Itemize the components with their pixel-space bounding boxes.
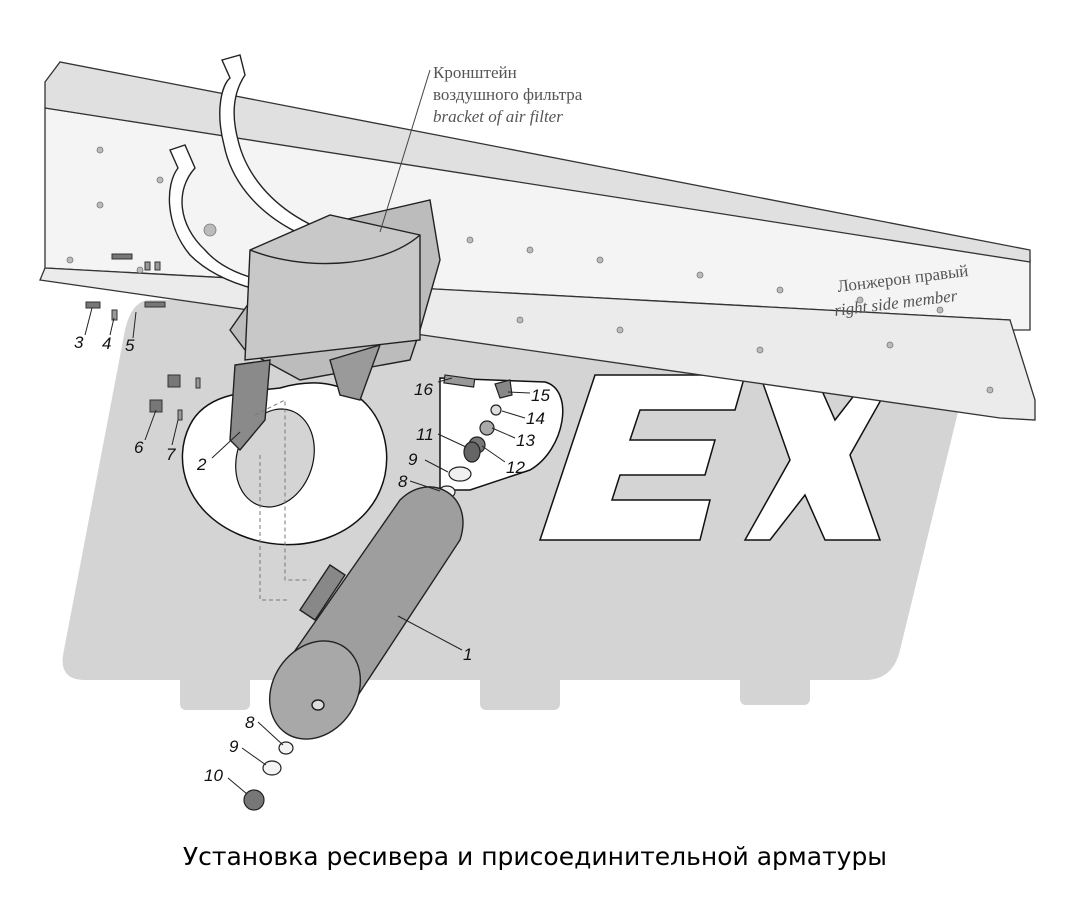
air-filter-bracket: [168, 54, 441, 452]
washer-7: [177, 377, 201, 421]
label-1: 1: [463, 645, 472, 664]
label-6: 6: [134, 438, 144, 457]
label-12: 12: [506, 458, 525, 477]
washer-14: [490, 404, 502, 416]
plug-10: [243, 789, 265, 811]
label-11: 11: [416, 425, 434, 444]
label-7: 7: [166, 445, 176, 464]
label-4: 4: [102, 334, 111, 353]
label-5: 5: [125, 336, 135, 355]
fittings: [438, 374, 513, 499]
label-13: 13: [516, 431, 535, 450]
seal-ring-9-bottom: [262, 760, 282, 776]
watermark-e: [538, 374, 746, 541]
watermark-x: [743, 374, 897, 541]
bolt-3: [85, 301, 101, 309]
figure-caption: Установка ресивера и присоединительной а…: [182, 842, 888, 871]
label-16: 16: [414, 380, 433, 399]
bracket-leader: [379, 69, 431, 233]
valve-11: [463, 441, 481, 463]
part-labels: [84, 307, 531, 795]
bolt-upper: [111, 253, 161, 271]
label-15: 15: [531, 386, 550, 405]
label-3: 3: [74, 333, 84, 352]
label-2: 2: [196, 455, 207, 474]
bolt-5: [144, 301, 166, 308]
bracket-annotation: Кронштейн воздушного фильтра bracket of …: [379, 63, 583, 233]
elbow-15: [494, 379, 513, 399]
alignment-lines: [254, 399, 310, 601]
receiver-tank: [268, 486, 464, 740]
bracket-ru-line2: воздушного фильтра: [433, 85, 583, 104]
label-14: 14: [526, 409, 545, 428]
washer-4: [111, 309, 118, 321]
seal-ring-9-top: [448, 466, 472, 482]
nut-6: [149, 374, 181, 413]
part-numbers: 3 4 5 6 7 2 16 15 14 13 12 11 9 8 1 8 9 …: [74, 333, 550, 785]
label-9-bottom: 9: [229, 737, 239, 756]
bracket-ru-line1: Кронштейн: [433, 63, 517, 82]
bracket-en: bracket of air filter: [433, 107, 563, 126]
adapter-13: [479, 420, 495, 436]
label-8-bottom: 8: [245, 713, 255, 732]
label-10: 10: [204, 766, 223, 785]
bottom-fittings: [243, 741, 294, 811]
label-8-top: 8: [398, 472, 408, 491]
label-9-top: 9: [408, 450, 418, 469]
